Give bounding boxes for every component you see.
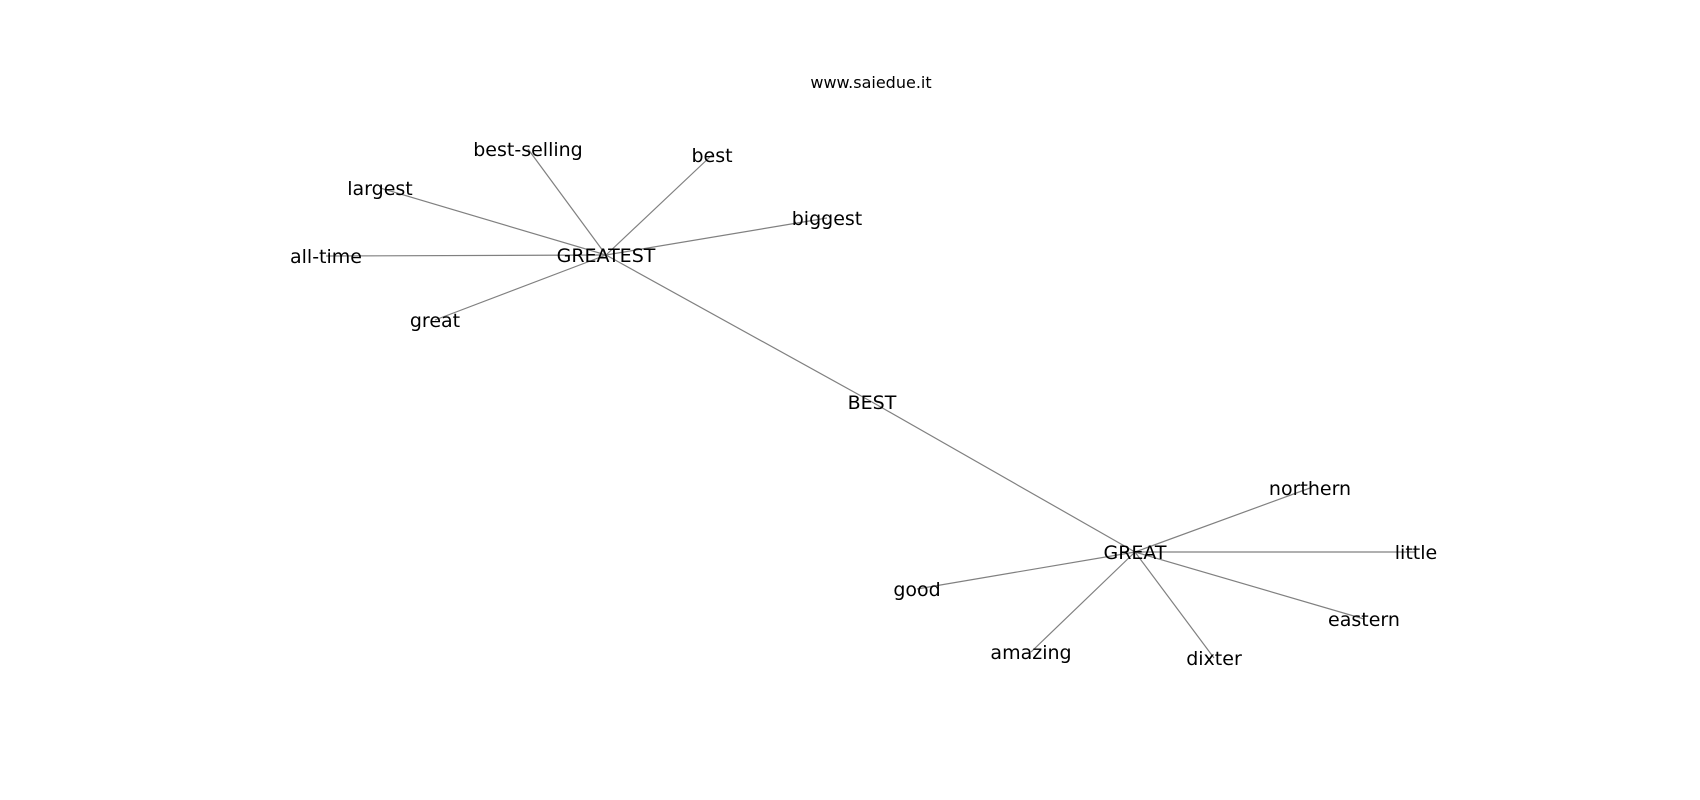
node-label-biggest: biggest xyxy=(792,208,863,230)
edge-great-amazing xyxy=(1030,551,1136,653)
watermark-text: www.saiedue.it xyxy=(810,73,931,92)
node-label-eastern: eastern xyxy=(1328,609,1400,631)
node-label-best: BEST xyxy=(848,392,897,414)
edge-greatest-best xyxy=(605,254,873,403)
edge-greatest-great xyxy=(434,254,607,321)
node-label-great: great xyxy=(410,310,460,332)
node-label-best: best xyxy=(691,145,732,167)
edges-layer xyxy=(325,148,1416,659)
node-label-northern: northern xyxy=(1269,478,1351,500)
edge-great-northern xyxy=(1134,487,1311,553)
edge-greatest-all-time xyxy=(325,254,607,257)
node-label-amazing: amazing xyxy=(990,642,1071,664)
node-label-greatest: GREATEST xyxy=(557,245,656,267)
node-label-best-selling: best-selling xyxy=(473,139,582,161)
edge-greatest-best xyxy=(605,154,713,256)
edge-great-eastern xyxy=(1134,551,1365,620)
node-label-largest: largest xyxy=(347,178,413,200)
node-label-dixter: dixter xyxy=(1186,648,1242,670)
edge-greatest-biggest xyxy=(605,217,828,256)
node-label-all-time: all-time xyxy=(290,246,362,268)
edge-great-dixter xyxy=(1134,551,1215,659)
edge-best-great xyxy=(871,401,1136,553)
node-label-great: GREAT xyxy=(1103,542,1166,564)
labels-layer: BEST GREATEST GREAT best-selling best largest… xyxy=(290,139,1437,670)
node-label-little: little xyxy=(1395,542,1437,564)
edge-great-good xyxy=(916,551,1136,590)
edge-greatest-best-selling xyxy=(527,148,607,256)
edge-greatest-largest xyxy=(379,187,607,256)
node-label-good: good xyxy=(893,579,940,601)
